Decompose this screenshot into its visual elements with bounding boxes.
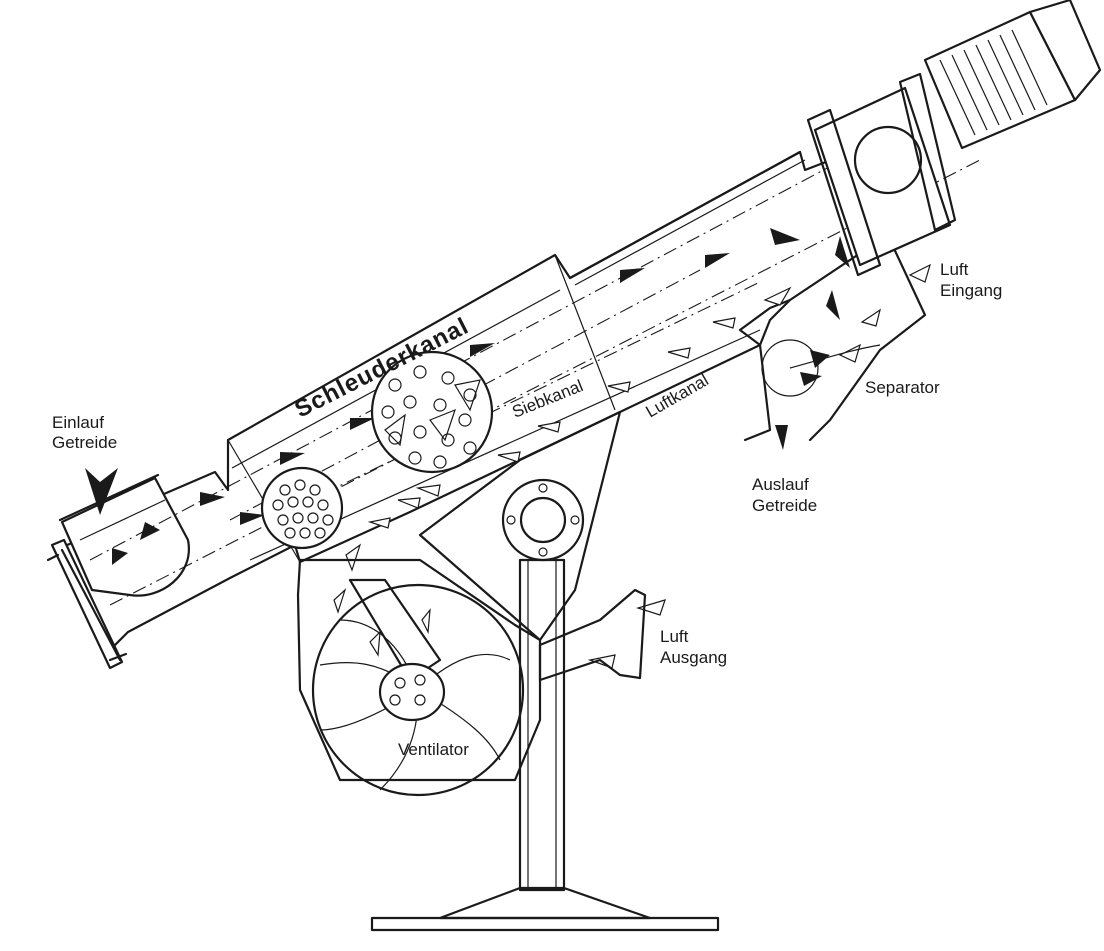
label-luft-eingang-line2: Eingang xyxy=(940,281,1002,300)
sieve-detail-small xyxy=(260,466,344,550)
label-siebkanal: Siebkanal xyxy=(509,376,585,422)
air-flow-arrows xyxy=(333,263,931,669)
support-frame xyxy=(418,410,647,682)
label-einlauf-line1: Einlauf xyxy=(52,413,104,432)
label-auslauf-line1: Auslauf xyxy=(752,475,809,494)
label-auslauf-line2: Getreide xyxy=(752,496,817,515)
label-luft-ausgang-line1: Luft xyxy=(660,627,689,646)
label-luft-eingang-line1: Luft xyxy=(940,260,969,279)
air-outlet-arrow-icon xyxy=(635,599,666,616)
label-einlauf-line2: Getreide xyxy=(52,433,117,452)
fan-housing xyxy=(296,558,542,797)
separator xyxy=(743,238,927,442)
drive-motor xyxy=(806,0,1102,277)
sieve-detail-large xyxy=(370,350,494,474)
grain-flow-arrows xyxy=(200,228,850,525)
label-luft-ausgang-line2: Ausgang xyxy=(660,648,727,667)
inlet-hopper xyxy=(58,468,190,597)
air-inlet-arrow-icon xyxy=(908,263,931,283)
inlet-arrow-icon xyxy=(85,468,118,515)
label-separator: Separator xyxy=(865,378,940,397)
label-ventilator: Ventilator xyxy=(398,740,469,759)
outlet-arrow-icon xyxy=(775,425,788,450)
